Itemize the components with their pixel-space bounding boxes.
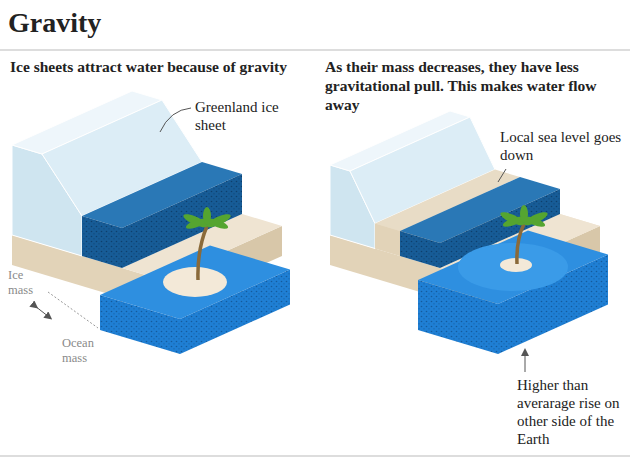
callout-label: Local sea level goes down [500, 128, 625, 164]
leader-line [498, 169, 506, 182]
palm-trunk [517, 224, 524, 264]
ocean-front [100, 295, 180, 354]
water-bulge [458, 243, 568, 291]
title: Gravity [8, 6, 101, 40]
callout-label: Higher than averarage rise on other side… [517, 376, 627, 448]
mass-label: Ice mass [8, 268, 48, 298]
shore-front [375, 224, 400, 257]
callout-label: Greenland ice sheet [195, 98, 285, 134]
palm-leaves [182, 207, 232, 231]
palm-trunk [198, 226, 207, 280]
rule-line [0, 50, 630, 51]
pointer-arrow [525, 352, 526, 372]
panel-heading: As their mass decreases, they have less … [325, 57, 625, 114]
panel-heading: Ice sheets attract water because of grav… [10, 57, 305, 76]
ocean-front [418, 280, 498, 354]
water-front [400, 231, 440, 268]
palm-leaves [499, 205, 549, 229]
leader-line [160, 108, 191, 132]
water-front [82, 216, 122, 268]
mass-label: Ocean mass [62, 336, 106, 366]
mass-arrow [35, 306, 49, 317]
island [163, 267, 227, 297]
divide-line [48, 292, 98, 328]
right-scene [330, 111, 608, 372]
left-scene [12, 91, 290, 354]
rule-line [0, 456, 630, 457]
